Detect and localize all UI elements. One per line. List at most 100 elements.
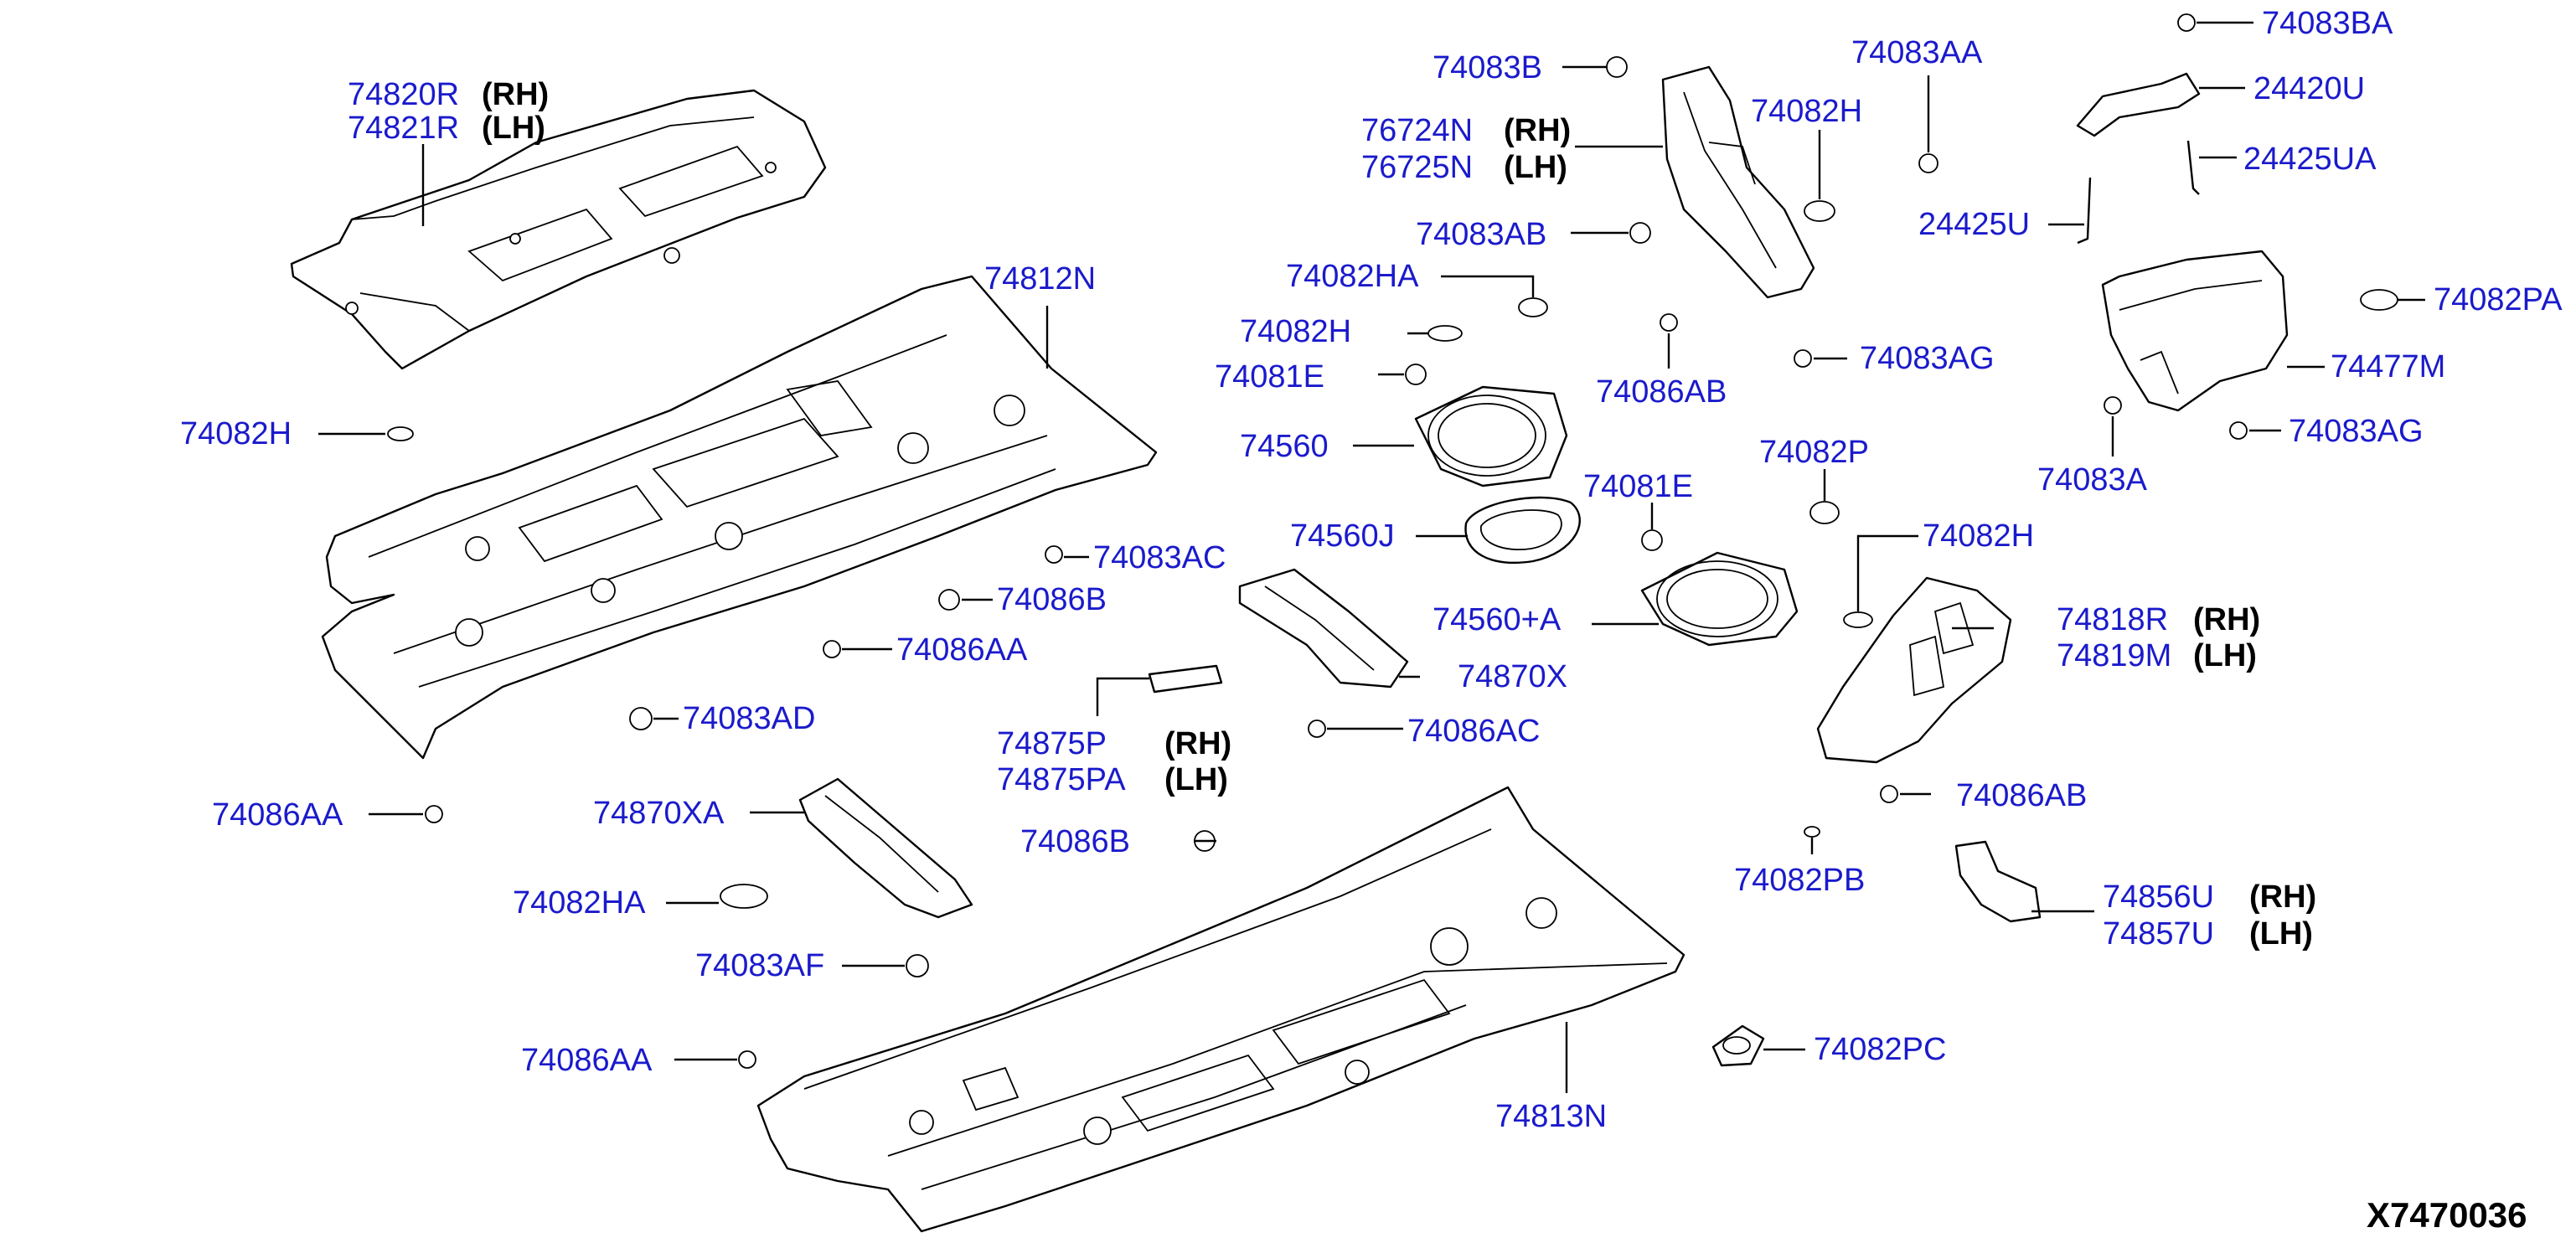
label-74820R: 74820R bbox=[348, 77, 459, 112]
label-74560: 74560 bbox=[1240, 429, 1329, 464]
label-76725N-side: (LH) bbox=[1504, 150, 1567, 185]
label-76724N-side: (RH) bbox=[1504, 113, 1571, 148]
label-74086AC: 74086AC bbox=[1407, 714, 1540, 749]
label-74083A: 74083A bbox=[2037, 462, 2148, 498]
label-74086B-a: 74086B bbox=[997, 582, 1107, 617]
bracket-74870X-drawing bbox=[1238, 568, 1409, 689]
label-74813N: 74813N bbox=[1495, 1099, 1607, 1134]
speaker-ring-74560-drawing bbox=[1414, 385, 1568, 487]
grommet-74082H-a bbox=[387, 426, 414, 441]
label-74086AA-b: 74086AA bbox=[212, 797, 343, 833]
label-74856U: 74856U bbox=[2103, 879, 2214, 915]
label-74819M: 74819M bbox=[2057, 638, 2171, 673]
bolt-74082PB bbox=[1804, 826, 1820, 838]
label-74082PC: 74082PC bbox=[1814, 1032, 1946, 1067]
label-74477M: 74477M bbox=[2331, 349, 2445, 384]
label-74875PA-side: (LH) bbox=[1164, 762, 1228, 797]
label-74082H-b: 74082H bbox=[1240, 314, 1351, 349]
label-74082PA: 74082PA bbox=[2434, 282, 2563, 317]
label-74560J: 74560J bbox=[1290, 518, 1395, 554]
grommet-74082PA bbox=[2360, 289, 2398, 311]
bolt-74083AG-a bbox=[1794, 349, 1812, 368]
bolt-74086AA-c bbox=[738, 1050, 756, 1069]
bracket-74818R-drawing bbox=[1816, 576, 2012, 764]
hardware bbox=[387, 13, 2398, 1069]
label-74818R-side: (RH) bbox=[2193, 602, 2260, 637]
label-74082HA-b: 74082HA bbox=[513, 885, 646, 921]
label-74086AB-b: 74086AB bbox=[1956, 778, 2087, 813]
gasket-74560J-drawing bbox=[1464, 496, 1581, 565]
bracket-76724N-drawing bbox=[1661, 65, 1815, 299]
rod-24425U-drawing bbox=[2077, 177, 2092, 245]
bolt-74083AC bbox=[1045, 545, 1063, 564]
bolt-74086AC bbox=[1308, 719, 1326, 738]
bolt-74083AD bbox=[629, 707, 653, 730]
bolt-74086AA-b bbox=[425, 805, 443, 823]
label-74083AF: 74083AF bbox=[695, 948, 824, 983]
label-74082PB: 74082PB bbox=[1734, 863, 1865, 898]
label-74875P: 74875P bbox=[997, 726, 1107, 761]
label-74083AB: 74083AB bbox=[1416, 217, 1546, 252]
label-74083AG-b: 74083AG bbox=[2289, 414, 2424, 449]
label-74086AA-a: 74086AA bbox=[896, 632, 1028, 668]
label-74821R-side: (LH) bbox=[482, 111, 545, 146]
rod-24425UA-drawing bbox=[2186, 140, 2200, 195]
clip-74856U-drawing bbox=[1954, 840, 2042, 923]
label-74856U-side: (RH) bbox=[2249, 879, 2316, 915]
label-74083AA: 74083AA bbox=[1851, 35, 1983, 70]
label-74083AD: 74083AD bbox=[683, 701, 815, 736]
bracket-74870XA-drawing bbox=[798, 777, 973, 919]
bolt-74086AB-a bbox=[1660, 313, 1678, 332]
grommet-74082H-c bbox=[1804, 200, 1835, 222]
panel-74812N-drawing bbox=[321, 275, 1158, 760]
grommet-74082PC-drawing bbox=[1711, 1024, 1765, 1067]
bolt-74083AB bbox=[1629, 222, 1651, 244]
label-76724N: 76724N bbox=[1361, 113, 1473, 148]
label-74821R: 74821R bbox=[348, 111, 459, 146]
grommet-74082HA-a bbox=[1518, 297, 1548, 317]
speaker-ring-74560A-drawing bbox=[1640, 551, 1799, 647]
bolt-74083B bbox=[1606, 56, 1628, 78]
label-74870XA: 74870XA bbox=[593, 796, 725, 831]
label-74083AG-a: 74083AG bbox=[1860, 341, 1995, 376]
grommet-74082H-d bbox=[1843, 611, 1873, 628]
label-74082H-c: 74082H bbox=[1751, 94, 1862, 129]
label-74875P-side: (RH) bbox=[1164, 726, 1231, 761]
label-24425U: 24425U bbox=[1918, 207, 2030, 242]
bolt-74083AG-b bbox=[2229, 421, 2248, 440]
label-74086B-b: 74086B bbox=[1020, 824, 1130, 859]
label-74083AC: 74083AC bbox=[1093, 540, 1226, 575]
bolt-74086AA-a bbox=[823, 640, 841, 658]
label-74081E-a: 74081E bbox=[1215, 359, 1324, 395]
block-74875P-drawing bbox=[1148, 664, 1223, 694]
bracket-24420U-drawing bbox=[2076, 72, 2201, 137]
label-74820R-side: (RH) bbox=[482, 77, 549, 112]
panel-74820R-drawing bbox=[290, 89, 827, 370]
bolt-74083A bbox=[2104, 396, 2122, 415]
label-74082H-a: 74082H bbox=[180, 416, 292, 451]
grommet-74082HA-b bbox=[720, 884, 768, 909]
label-74083B: 74083B bbox=[1433, 50, 1542, 85]
bolt-74081E-b bbox=[1641, 529, 1663, 551]
label-74082H-d: 74082H bbox=[1923, 518, 2034, 554]
bolt-74086B-a bbox=[938, 589, 960, 611]
label-24420U: 24420U bbox=[2253, 71, 2365, 106]
bolt-74083AF bbox=[906, 954, 929, 977]
label-74082HA-a: 74082HA bbox=[1286, 259, 1419, 294]
bolt-74083AA bbox=[1918, 153, 1938, 173]
bolt-74086AB-b bbox=[1880, 785, 1898, 803]
panel-74813N-drawing bbox=[756, 786, 1685, 1233]
leader-lines bbox=[318, 21, 2425, 1093]
label-74086AA-c: 74086AA bbox=[521, 1043, 653, 1078]
bolt-74081E-a bbox=[1405, 364, 1427, 385]
label-74086AB-a: 74086AB bbox=[1596, 374, 1727, 410]
diagram-code: X7470036 bbox=[2367, 1195, 2527, 1235]
label-24425UA: 24425UA bbox=[2243, 142, 2377, 177]
label-74082P: 74082P bbox=[1759, 435, 1869, 470]
label-74818R: 74818R bbox=[2057, 602, 2168, 637]
label-74857U-side: (LH) bbox=[2249, 916, 2313, 952]
grommet-74082H-b bbox=[1427, 325, 1463, 342]
bolt-74083BA bbox=[2177, 13, 2196, 32]
label-76725N: 76725N bbox=[1361, 150, 1473, 185]
